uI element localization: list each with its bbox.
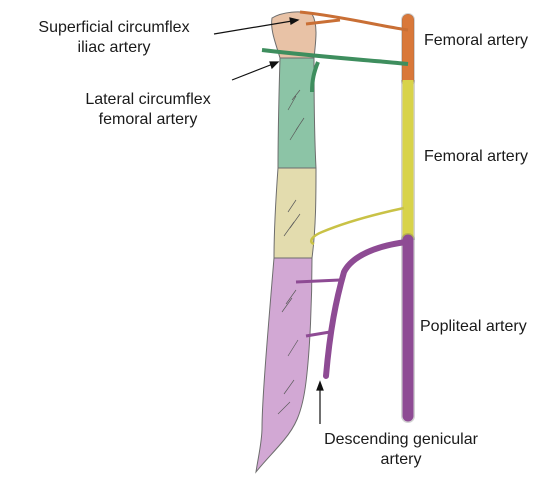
label-descending-genicular: Descending genicular artery bbox=[306, 430, 496, 470]
label-line: femoral artery bbox=[60, 110, 236, 130]
label-popliteal-artery: Popliteal artery bbox=[420, 317, 527, 337]
tissue-purple-region bbox=[256, 258, 312, 472]
label-line: Descending genicular bbox=[306, 430, 496, 450]
descending-genicular-branch bbox=[326, 242, 406, 376]
tissue-yellow-region bbox=[274, 168, 316, 258]
label-superficial-circumflex-iliac: Superficial circumflex iliac artery bbox=[10, 18, 218, 58]
tissue-green-region bbox=[278, 58, 316, 168]
yellow-branch bbox=[311, 208, 404, 244]
label-line: artery bbox=[306, 450, 496, 470]
label-femoral-artery-lower: Femoral artery bbox=[424, 147, 528, 167]
label-line: iliac artery bbox=[10, 38, 218, 58]
label-line: Lateral circumflex bbox=[60, 90, 236, 110]
label-femoral-artery-upper: Femoral artery bbox=[424, 31, 528, 51]
label-lateral-circumflex-femoral: Lateral circumflex femoral artery bbox=[60, 90, 236, 130]
purple-side-branch-upper bbox=[296, 280, 340, 282]
label-line: Superficial circumflex bbox=[10, 18, 218, 38]
tissue-column bbox=[256, 12, 316, 472]
